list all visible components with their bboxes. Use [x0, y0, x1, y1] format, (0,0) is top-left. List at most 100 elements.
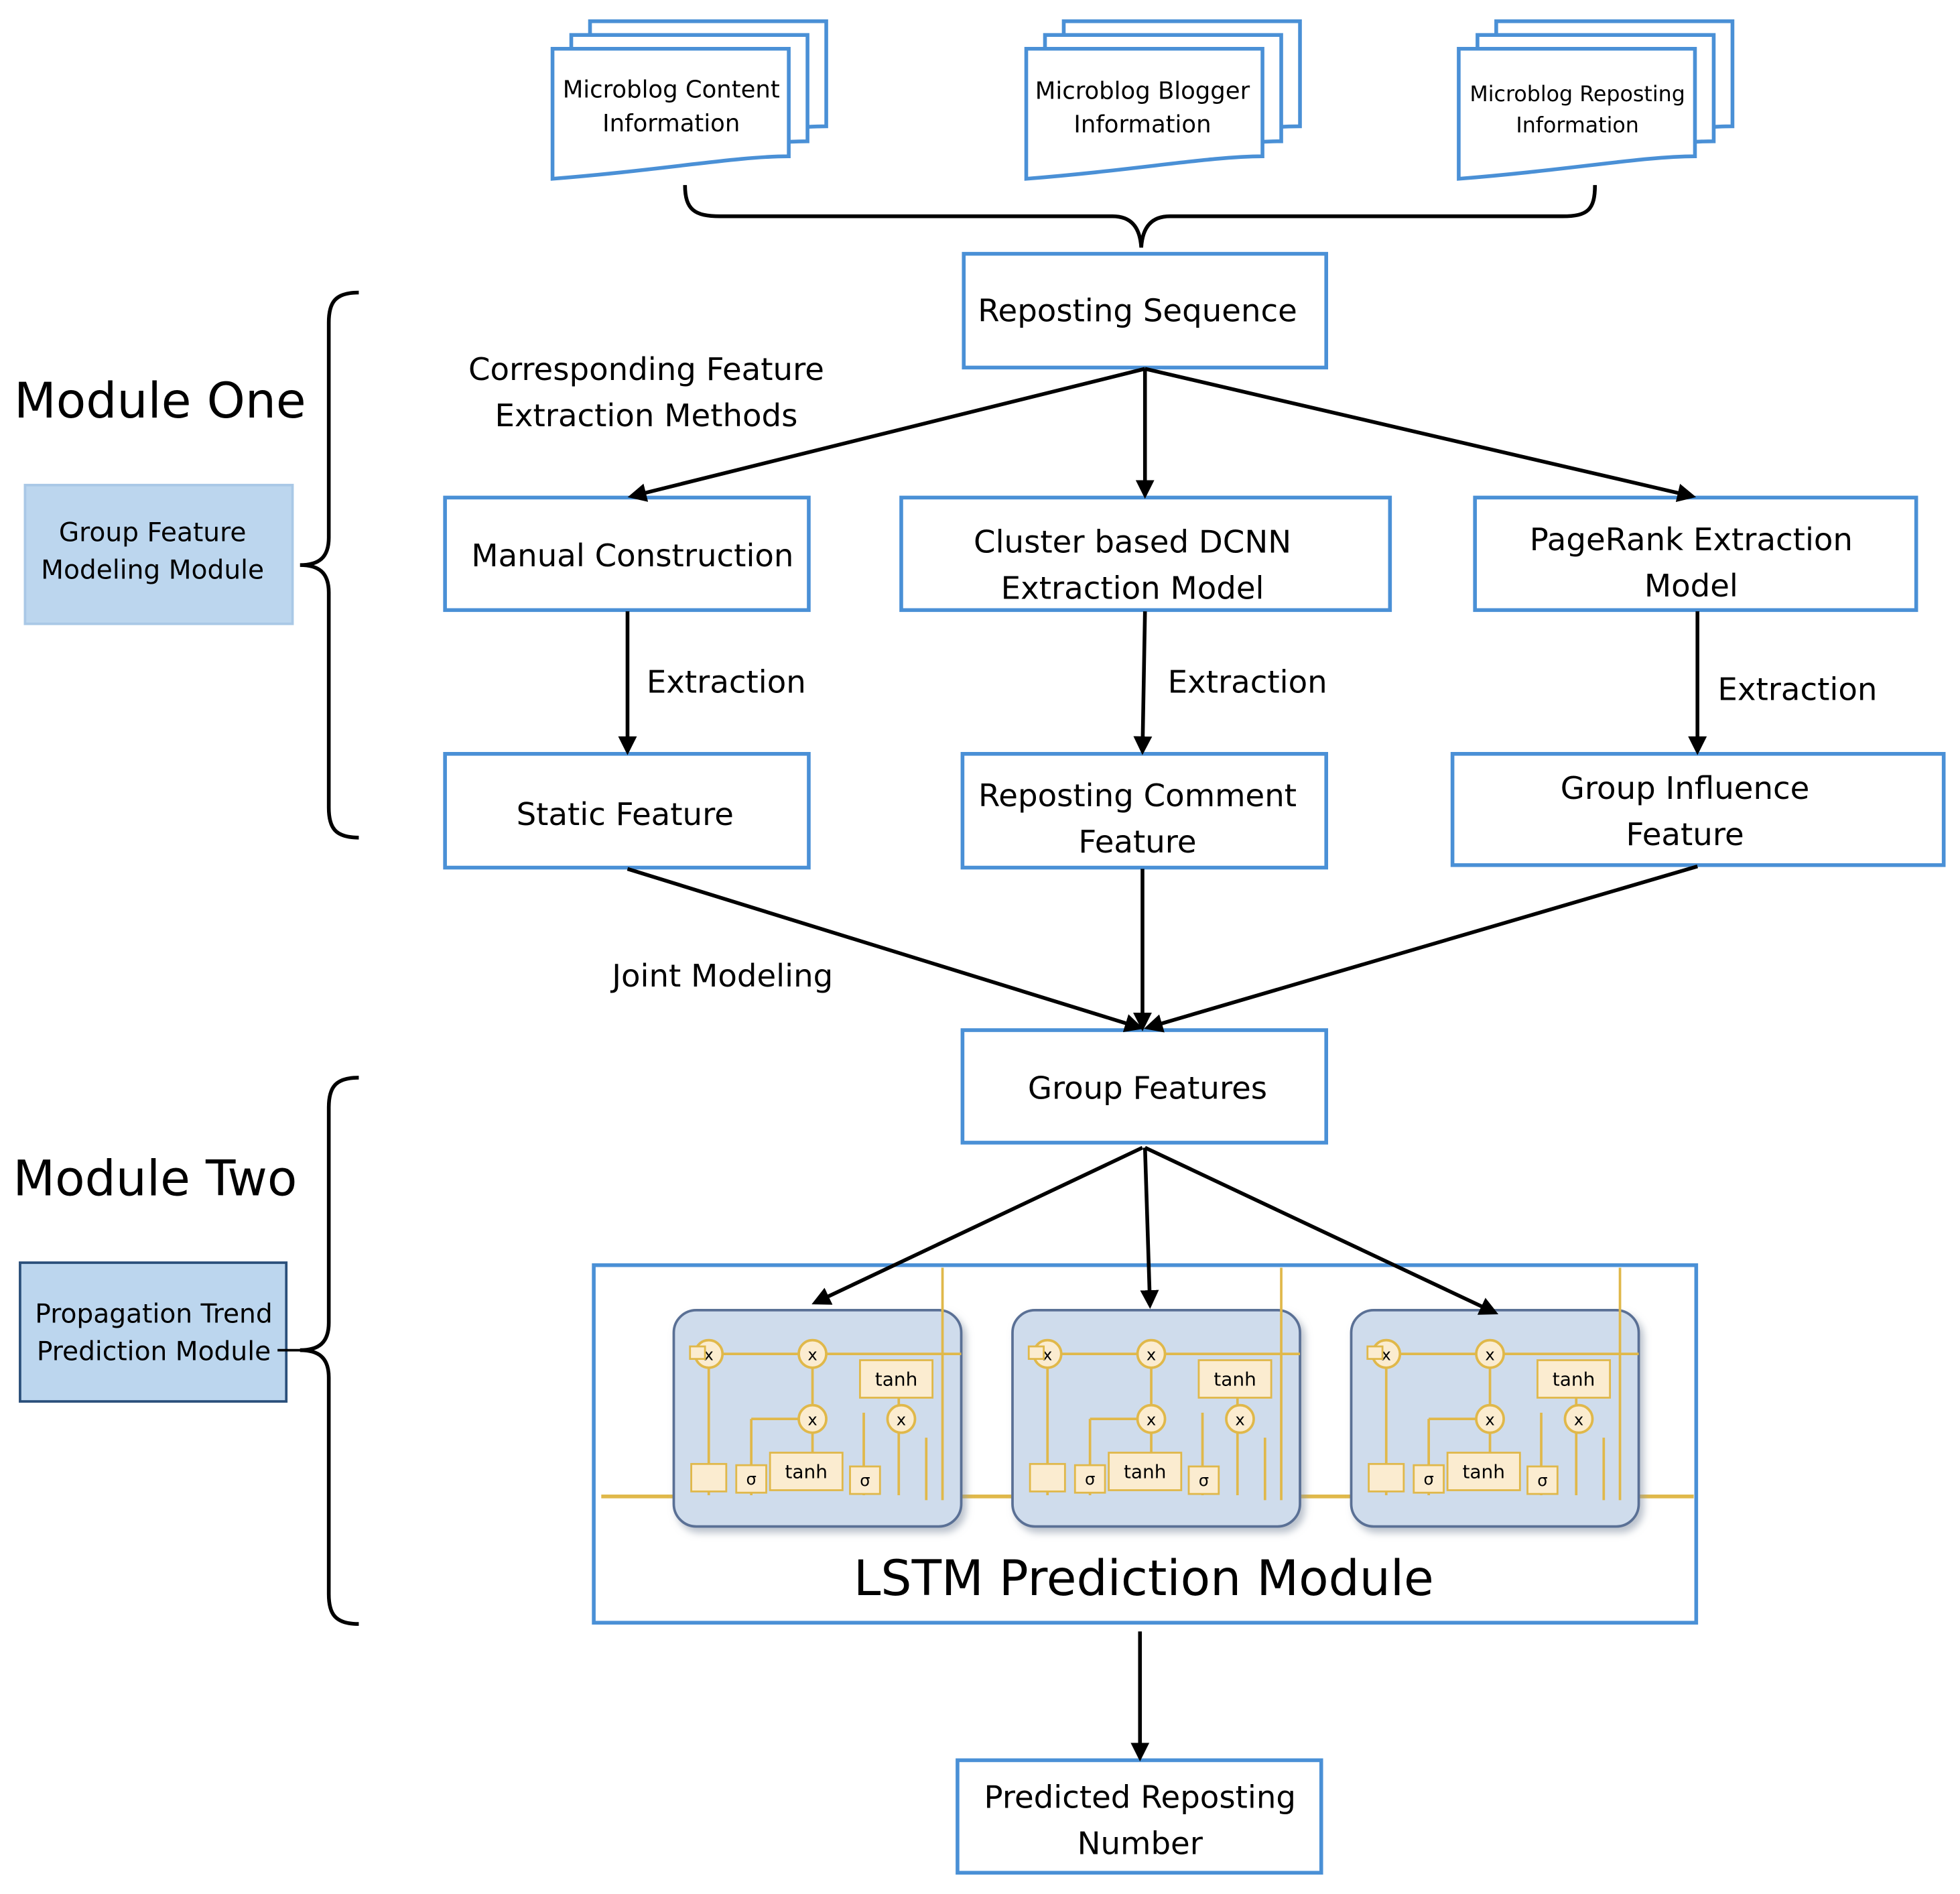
predicted-label-line2: Number [1077, 1825, 1203, 1861]
lstm-tanh-gate-top-label: tanh [875, 1368, 918, 1390]
lstm-multiply-label: x [1574, 1409, 1583, 1429]
propagation-trend-box: Propagation Trend Prediction Module [19, 1261, 288, 1403]
lstm-multiply-label: x [1147, 1344, 1156, 1364]
lstm-cell-1: x x x x tanh tanh σ σ [672, 1267, 963, 1528]
group-features-box: Group Features [960, 1028, 1328, 1145]
lstm-tanh-gate-label: tanh [1462, 1460, 1505, 1482]
lstm-multiply-label: x [1382, 1344, 1391, 1364]
lstm-sigma-gate-out-label: σ [1199, 1470, 1209, 1490]
source-reposting-line2: Information [1516, 114, 1639, 138]
group-feature-label-line1: Group Feature [59, 518, 247, 548]
influence-label-line1: Group Influence [1561, 770, 1810, 806]
dcnn-label-line1: Cluster based DCNN [974, 523, 1291, 560]
lstm-sigma-gate-label: σ [746, 1469, 756, 1489]
lstm-sigma-gate-out [1187, 1465, 1220, 1495]
lstm-module-label: LSTM Prediction Module [854, 1550, 1434, 1607]
arrow-seq-to-pagerank [1145, 367, 1697, 503]
reposting-sequence-box: Reposting Sequence [962, 251, 1328, 370]
lstm-tanh-gate-label: tanh [785, 1460, 828, 1482]
lstm-sigma-gate-label: σ [1423, 1469, 1433, 1489]
lstm-tanh-gate-label: tanh [1124, 1460, 1167, 1482]
manual-construction-label: Manual Construction [471, 538, 793, 574]
lstm-sigma-gate-out-label: σ [860, 1470, 870, 1490]
lstm-small-gate [1027, 1345, 1045, 1361]
lstm-multiply-label: x [704, 1344, 714, 1364]
arrow-seq-to-manual [627, 367, 1146, 502]
lstm-multiply-node [1136, 1338, 1167, 1369]
arrow-group-to-cell1 [811, 1145, 1144, 1305]
reposting-sequence-label: Reposting Sequence [978, 292, 1297, 328]
lstm-multiply-label: x [1235, 1409, 1244, 1429]
static-feature-label: Static Feature [517, 796, 734, 832]
arrow-dcnn-to-comment [1133, 611, 1153, 755]
comment-label-line2: Feature [1078, 824, 1196, 860]
lstm-input-gate [690, 1462, 728, 1493]
arrow-influence-to-group [1144, 865, 1698, 1033]
reposting-comment-box: Reposting Comment Feature [960, 752, 1328, 870]
lstm-multiply-node [1563, 1403, 1594, 1434]
influence-label-line2: Feature [1626, 816, 1744, 853]
module-two-title: Module Two [13, 1150, 297, 1207]
propagation-label-line1: Propagation Trend [35, 1300, 272, 1330]
lstm-sigma-gate [1073, 1464, 1106, 1494]
lstm-multiply-label: x [1485, 1344, 1494, 1364]
lstm-sigma-gate-out [1526, 1465, 1559, 1495]
extraction-label-3: Extraction [1717, 672, 1877, 708]
extraction-label-2: Extraction [1168, 664, 1327, 700]
dcnn-extraction-box: Cluster based DCNN Extraction Model [899, 495, 1392, 613]
source-content-line2: Information [602, 110, 740, 137]
lstm-multiply-node [1136, 1403, 1167, 1434]
group-feature-label-line2: Modeling Module [41, 556, 264, 586]
dcnn-label-line2: Extraction Model [1001, 570, 1264, 607]
lstm-multiply-node [1475, 1403, 1505, 1434]
pagerank-extraction-box: PageRank Extraction Model [1473, 495, 1918, 613]
merge-brace [683, 185, 1597, 248]
extraction-label-1: Extraction [647, 664, 806, 700]
source-reposting-line1: Microblog Reposting [1469, 82, 1685, 107]
lstm-sigma-gate [735, 1464, 767, 1494]
lstm-multiply-label: x [1043, 1344, 1052, 1364]
group-influence-box: Group Influence Feature [1450, 752, 1946, 867]
lstm-multiply-node [886, 1403, 917, 1434]
pagerank-label-line1: PageRank Extraction [1530, 521, 1853, 558]
flow-arrows [618, 367, 1707, 1762]
lstm-sigma-gate-label: σ [1085, 1469, 1095, 1489]
arrow-group-to-cell2 [1140, 1147, 1159, 1310]
lstm-multiply-label: x [897, 1409, 906, 1429]
module-one-bracket [300, 290, 359, 840]
source-blogger-line1: Microblog Blogger [1035, 77, 1250, 105]
lstm-multiply-label: x [1147, 1409, 1156, 1429]
source-doc-reposting: Microblog Reposting Information [1457, 19, 1735, 181]
lstm-tanh-gate-top [1197, 1359, 1272, 1399]
lstm-sigma-gate-out-label: σ [1537, 1470, 1547, 1490]
lstm-input-gate [1368, 1462, 1405, 1493]
lstm-tanh-gate [769, 1452, 844, 1491]
lstm-tanh-gate-top [859, 1359, 934, 1399]
lstm-tanh-gate [1108, 1452, 1183, 1491]
source-doc-content: Microblog Content Information [550, 19, 828, 181]
module-two-bracket [300, 1076, 359, 1626]
lstm-multiply-node [797, 1403, 828, 1434]
lstm-multiply-label: x [807, 1344, 817, 1364]
methods-label-line1: Corresponding Feature [468, 351, 824, 387]
methods-label-line2: Extraction Methods [495, 397, 797, 434]
lstm-small-gate [1366, 1345, 1384, 1361]
lstm-multiply-label: x [807, 1409, 817, 1429]
static-feature-box: Static Feature [443, 752, 811, 870]
source-doc-blogger: Microblog Blogger Information [1024, 19, 1302, 181]
predicted-number-box: Predicted Reposting Number [956, 1758, 1323, 1875]
lstm-multiply-label: x [1485, 1409, 1494, 1429]
arrow-static-to-group [627, 867, 1144, 1033]
lstm-input-gate [1029, 1462, 1066, 1493]
source-blogger-line2: Information [1073, 111, 1211, 139]
lstm-tanh-gate [1446, 1452, 1521, 1491]
lstm-sigma-gate [1413, 1464, 1445, 1494]
source-content-line1: Microblog Content [563, 76, 780, 103]
lstm-multiply-node [1475, 1338, 1505, 1369]
arrow-group-to-cell3 [1144, 1145, 1499, 1315]
module-one-title: Module One [14, 373, 306, 430]
